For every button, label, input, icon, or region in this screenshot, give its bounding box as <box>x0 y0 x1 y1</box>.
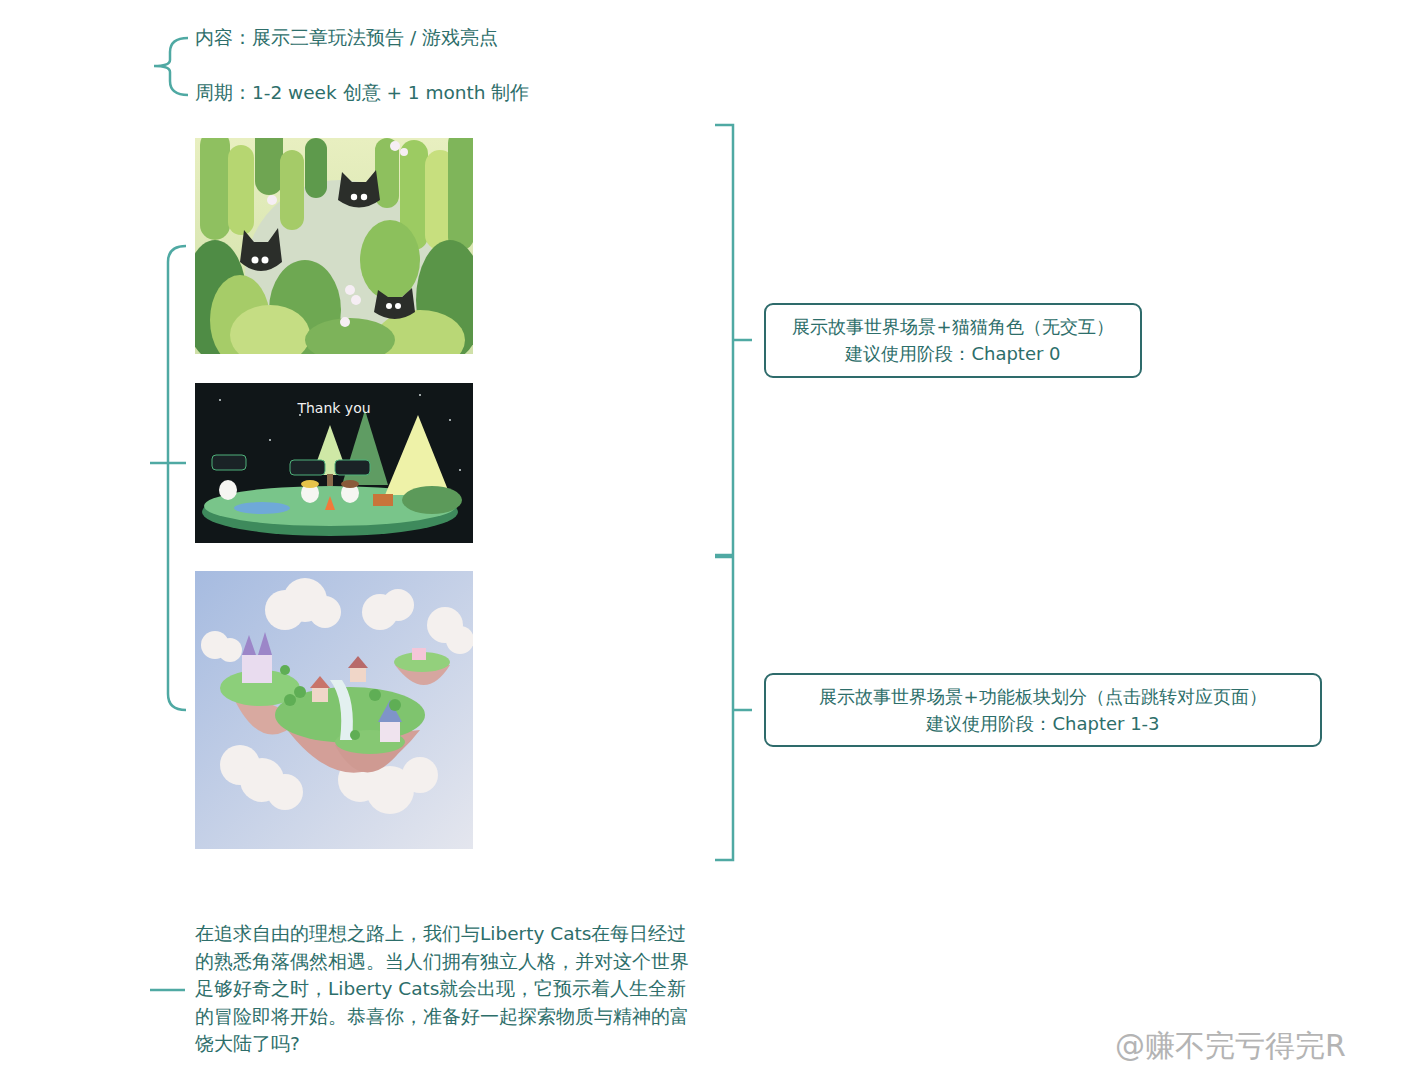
leader-line <box>150 989 185 992</box>
image-caption-text: Thank you <box>195 398 473 418</box>
art-shape <box>395 303 401 309</box>
art-shape <box>330 680 353 740</box>
watermark: @赚不完亏得完R <box>1115 1026 1346 1066</box>
art-shape <box>459 469 461 471</box>
right-bracket <box>715 125 733 860</box>
flowers <box>267 141 408 327</box>
art-shape <box>448 138 473 250</box>
box-heading: 展示故事世界场景+功能板块划分（点击跳转对应页面） <box>819 683 1266 710</box>
box-stage: 建议使用阶段：Chapter 1-3 <box>926 710 1159 737</box>
art-shape <box>402 757 438 793</box>
period-note: 周期：1-2 week 创意 + 1 month 制作 <box>195 80 529 106</box>
art-shape <box>338 170 380 208</box>
info-box: 展示故事世界场景+猫猫角色（无交互）建议使用阶段：Chapter 0 <box>764 303 1142 378</box>
art-shape <box>255 138 283 195</box>
status-pills <box>212 455 370 475</box>
castles <box>242 632 426 742</box>
forest-illustration <box>195 138 473 354</box>
art-shape <box>400 148 408 156</box>
art-shape <box>335 460 370 475</box>
art-shape <box>446 626 473 654</box>
art-shape <box>378 700 402 722</box>
top-brace <box>154 38 188 95</box>
art-shape <box>385 415 450 495</box>
bracket-tick <box>715 554 733 559</box>
cat-figure <box>240 170 415 319</box>
art-shape <box>310 676 330 688</box>
art-shape <box>252 257 259 264</box>
art-shape <box>305 138 327 198</box>
art-shape <box>360 220 420 300</box>
art-shape <box>345 285 355 295</box>
content-note: 内容：展示三章玩法预告 / 游戏亮点 <box>195 25 498 51</box>
art-shape <box>373 494 393 506</box>
art-shape <box>380 722 400 742</box>
art-shape <box>230 305 310 354</box>
art-shape <box>419 394 421 396</box>
art-shape <box>327 474 333 486</box>
art-shape <box>386 303 392 309</box>
bracket-tick <box>150 462 186 465</box>
art-shape <box>348 656 368 668</box>
art-shape <box>389 699 401 711</box>
camp-illustration <box>195 383 473 543</box>
art-shape <box>280 150 304 230</box>
art-shape <box>361 194 367 200</box>
art-shape <box>312 688 328 702</box>
art-shape <box>195 571 473 849</box>
art-shape <box>374 288 415 319</box>
art-shape <box>390 141 400 151</box>
art-shape <box>195 383 473 543</box>
art-shape <box>350 668 366 682</box>
clouds <box>201 578 473 814</box>
branch-line <box>733 709 752 712</box>
art-shape <box>234 502 290 514</box>
trees <box>280 665 401 740</box>
art-shape <box>284 694 296 706</box>
art-shape <box>280 665 290 675</box>
image-bracket <box>168 246 186 710</box>
art-shape <box>341 480 359 488</box>
art-shape <box>340 317 350 327</box>
island-illustration <box>195 571 473 849</box>
art-shape <box>294 686 306 698</box>
art-shape <box>218 638 242 662</box>
art-shape <box>200 138 230 240</box>
art-shape <box>269 439 271 441</box>
art-shape <box>305 318 395 354</box>
art-shape <box>267 195 277 205</box>
art-shape <box>242 635 256 655</box>
box-heading: 展示故事世界场景+猫猫角色（无交互） <box>792 313 1113 340</box>
art-shape <box>350 730 360 740</box>
art-shape <box>242 655 272 683</box>
art-shape <box>219 399 221 401</box>
art-shape <box>402 486 462 514</box>
art-shape <box>240 228 282 271</box>
art-shape <box>267 774 303 810</box>
characters <box>219 480 359 503</box>
art-shape <box>412 648 426 660</box>
art-shape <box>290 460 325 475</box>
art-shape <box>219 480 237 500</box>
art-shape <box>258 632 272 655</box>
art-shape <box>309 596 341 628</box>
art-shape <box>262 257 269 264</box>
art-shape <box>325 496 335 510</box>
art-shape <box>382 589 414 621</box>
art-shape <box>301 480 319 488</box>
art-shape <box>228 145 254 235</box>
art-shape <box>212 455 246 470</box>
bracket-lines <box>150 38 752 990</box>
box-stage: 建议使用阶段：Chapter 0 <box>845 340 1060 367</box>
art-shape <box>369 689 381 701</box>
art-shape <box>351 295 361 305</box>
cat-eyes <box>252 194 402 309</box>
story-paragraph: 在追求自由的理想之路上，我们与Liberty Cats在每日经过的熟悉角落偶然相… <box>195 920 695 1058</box>
branch-line <box>733 339 752 342</box>
art-shape <box>449 419 451 421</box>
art-shape <box>351 194 357 200</box>
info-box: 展示故事世界场景+功能板块划分（点击跳转对应页面）建议使用阶段：Chapter … <box>764 673 1322 747</box>
